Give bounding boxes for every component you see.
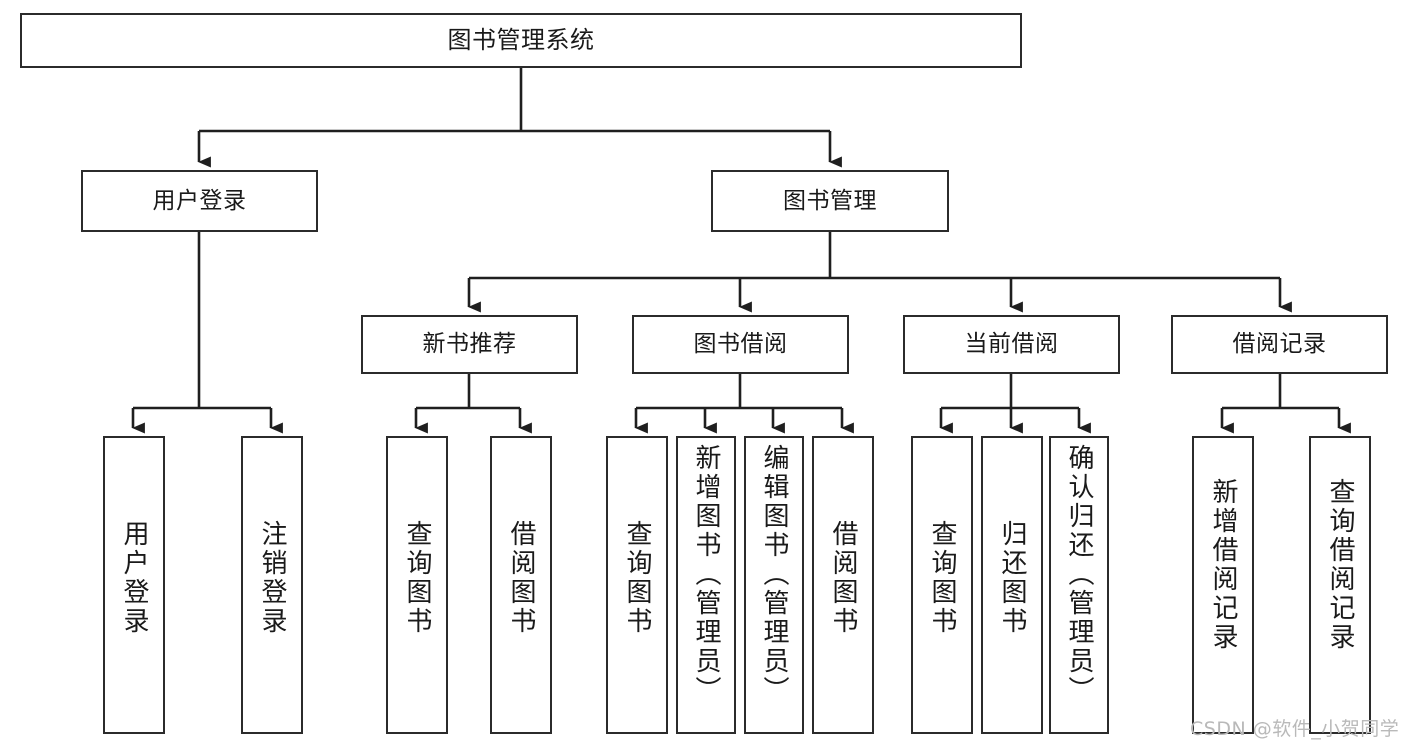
node-label: 借阅图书: [506, 520, 536, 636]
leaf-return-book[interactable]: 归还图书: [981, 436, 1043, 734]
node-label: 用户登录: [119, 520, 149, 636]
leaf-user-login[interactable]: 用户登录: [103, 436, 165, 734]
node-label: 归还图书: [997, 520, 1027, 636]
node-label: 新增图书（管理员）: [691, 444, 721, 705]
node-label: 查询借阅记录: [1325, 478, 1355, 652]
leaf-query-book-recommend[interactable]: 查询图书: [386, 436, 448, 734]
node-label: 注销登录: [257, 520, 287, 636]
node-label: 查询图书: [622, 520, 652, 636]
node-label: 确认归还（管理员）: [1064, 444, 1094, 705]
node-new-book-recommend[interactable]: 新书推荐: [361, 315, 578, 374]
node-borrow-record[interactable]: 借阅记录: [1171, 315, 1388, 374]
leaf-query-book-current[interactable]: 查询图书: [911, 436, 973, 734]
leaf-logout[interactable]: 注销登录: [241, 436, 303, 734]
node-book-borrow[interactable]: 图书借阅: [632, 315, 849, 374]
leaf-confirm-return-admin[interactable]: 确认归还（管理员）: [1049, 436, 1109, 734]
leaf-borrow-book[interactable]: 借阅图书: [812, 436, 874, 734]
leaf-add-borrow-record[interactable]: 新增借阅记录: [1192, 436, 1254, 734]
leaf-borrow-book-recommend[interactable]: 借阅图书: [490, 436, 552, 734]
node-label: 用户登录: [152, 187, 247, 214]
node-label: 当前借阅: [964, 331, 1059, 358]
node-label: 编辑图书（管理员）: [759, 444, 789, 705]
node-label: 图书管理: [783, 187, 877, 214]
node-label: 查询图书: [927, 520, 957, 636]
watermark-csdn: CSDN @软件_小贺同学: [1190, 718, 1400, 740]
leaf-edit-book-admin[interactable]: 编辑图书（管理员）: [744, 436, 804, 734]
node-book-management[interactable]: 图书管理: [711, 170, 949, 232]
node-root-book-management-system[interactable]: 图书管理系统: [20, 13, 1022, 68]
node-user-login[interactable]: 用户登录: [81, 170, 318, 232]
node-label: 新书推荐: [422, 331, 517, 358]
node-label: 借阅记录: [1232, 331, 1327, 358]
leaf-add-book-admin[interactable]: 新增图书（管理员）: [676, 436, 736, 734]
node-label: 借阅图书: [828, 520, 858, 636]
node-label: 新增借阅记录: [1208, 478, 1238, 652]
node-label: 图书管理系统: [447, 25, 595, 54]
node-label: 图书借阅: [693, 331, 788, 358]
node-label: 查询图书: [402, 520, 432, 636]
node-current-borrow[interactable]: 当前借阅: [903, 315, 1120, 374]
leaf-query-book-borrow[interactable]: 查询图书: [606, 436, 668, 734]
leaf-query-borrow-record[interactable]: 查询借阅记录: [1309, 436, 1371, 734]
